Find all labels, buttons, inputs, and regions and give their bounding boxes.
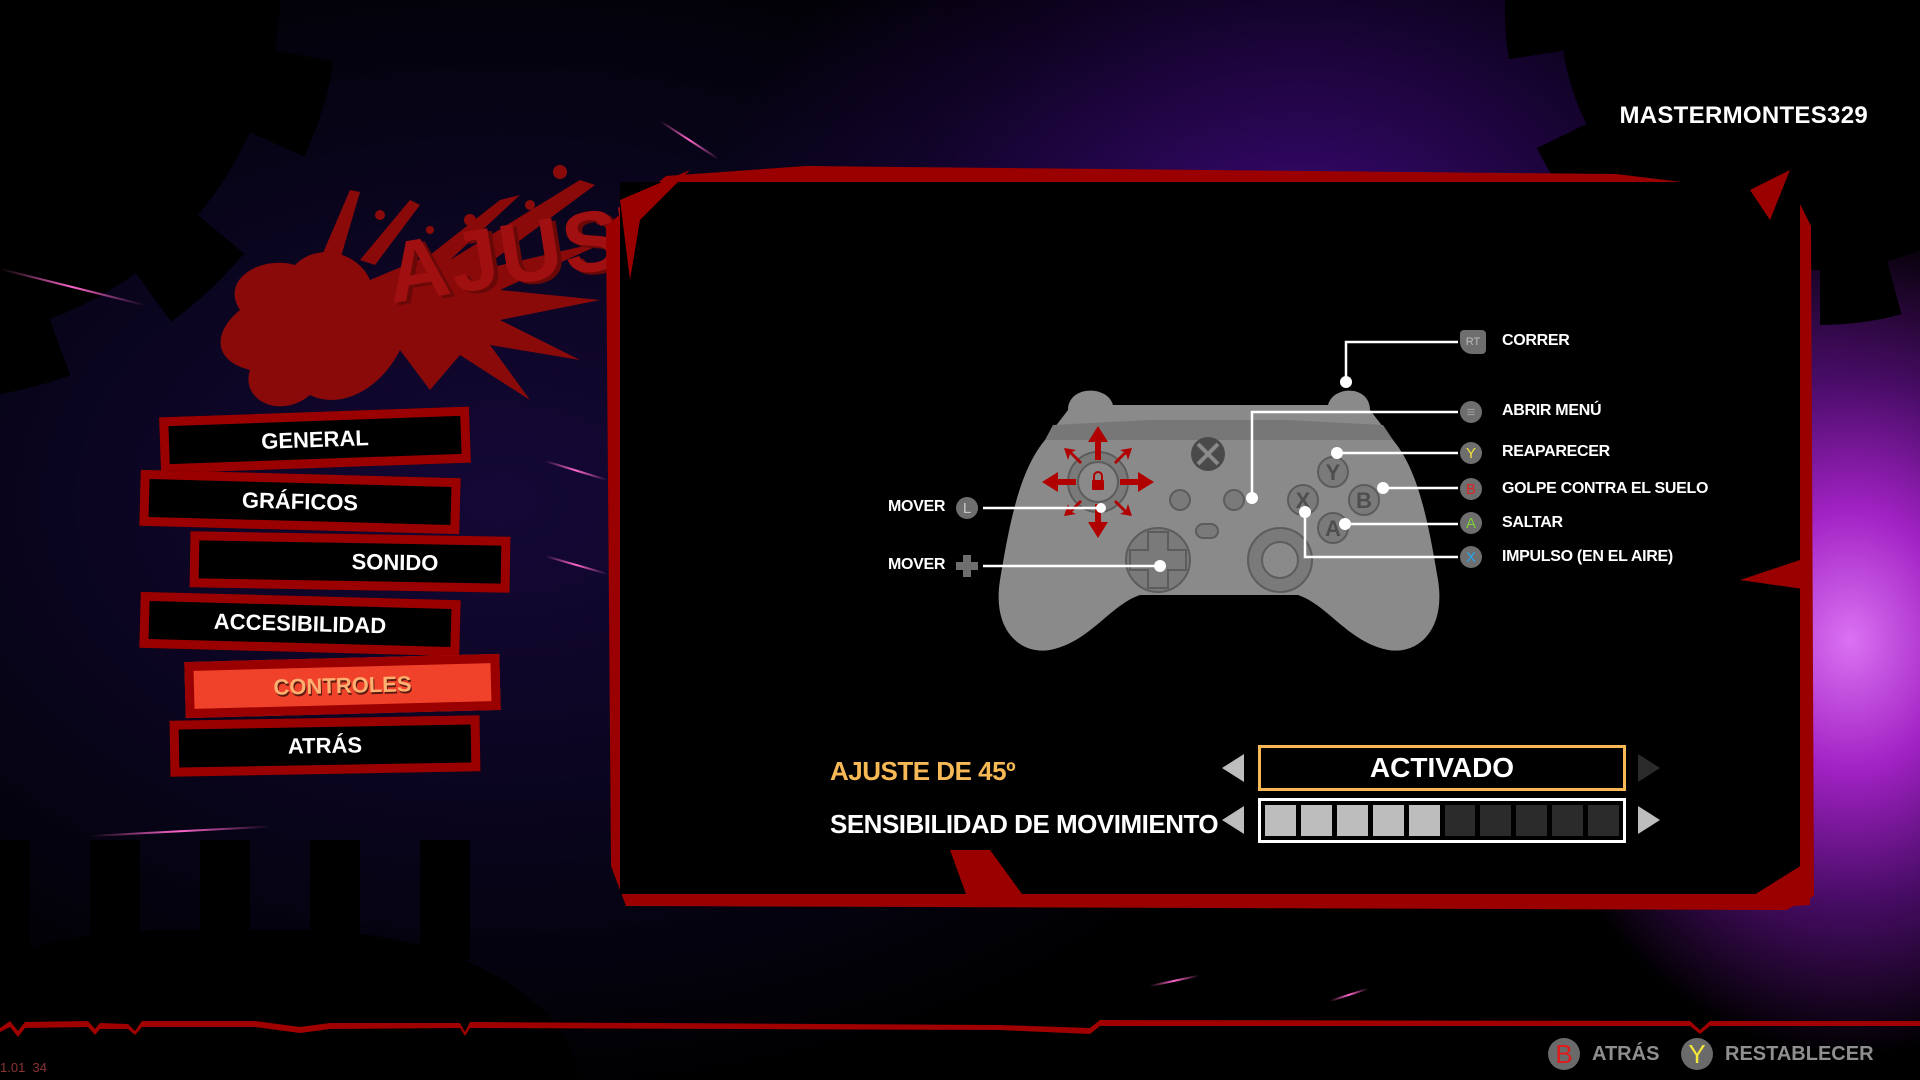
dpad-icon [956, 555, 978, 577]
slider-segment-filled [1336, 805, 1368, 836]
footer-reset-button[interactable]: Y RESTABLECER [1681, 1038, 1874, 1070]
svg-text:Y: Y [1326, 460, 1341, 485]
binding-label-dpad: MOVER [888, 556, 946, 573]
svg-text:A: A [1325, 516, 1341, 541]
sensitivity-slider[interactable] [1258, 798, 1626, 843]
binding-label-golpe: GOLPE CONTRA EL SUELO [1502, 480, 1709, 497]
gamepad-diagram: Y B X A [998, 390, 1440, 651]
binding-label-reaparecer: REAPARECER [1502, 443, 1610, 460]
sensitivity-increase-arrow[interactable] [1638, 806, 1660, 834]
slider-segment-empty [1444, 805, 1476, 836]
rt-trigger-icon: RT [1460, 330, 1486, 354]
svg-text:B: B [1356, 488, 1372, 513]
setting-label-snap-45: AJUSTE DE 45º [830, 756, 1016, 786]
b-button-icon: B [1460, 478, 1482, 500]
menu-button-icon: ≡ [1460, 401, 1482, 423]
slider-segment-empty [1552, 805, 1584, 836]
panel-frame-spikes [620, 170, 1810, 910]
footer-back-label: ATRÁS [1592, 1042, 1660, 1065]
footer-back-button[interactable]: B ATRÁS [1548, 1038, 1659, 1070]
slider-segment-filled [1408, 805, 1440, 836]
binding-label-saltar: SALTAR [1502, 514, 1563, 531]
blood-splatter-decoration [220, 165, 611, 407]
snap-45-prev-arrow[interactable] [1222, 754, 1244, 782]
x-button-icon: X [1460, 546, 1482, 568]
footer-reset-label: RESTABLECER [1725, 1042, 1874, 1065]
binding-label-left-stick: MOVER [888, 498, 946, 515]
slider-segment-filled [1300, 805, 1332, 836]
slider-segment-empty [1516, 805, 1548, 836]
y-button-icon: Y [1681, 1038, 1713, 1070]
snap-45-next-arrow[interactable] [1638, 754, 1660, 782]
slider-segment-filled [1372, 805, 1404, 836]
setting-label-sensitivity: SENSIBILIDAD DE MOVIMIENTO [830, 809, 1219, 839]
version-label: 1.01 34 [0, 1060, 47, 1075]
eight-direction-arrows-icon [1042, 426, 1154, 538]
slider-segment-empty [1480, 805, 1512, 836]
y-button-icon: Y [1460, 442, 1482, 464]
left-stick-icon: L [956, 497, 978, 519]
binding-label-impulso: IMPULSO (EN EL AIRE) [1502, 548, 1673, 565]
sensitivity-decrease-arrow[interactable] [1222, 806, 1244, 834]
footer-divider [0, 1020, 1920, 1037]
slider-segment-empty [1588, 805, 1620, 836]
binding-label-abrir-menu: ABRIR MENÚ [1502, 402, 1602, 419]
snap-45-value: ACTIVADO [1369, 752, 1515, 783]
a-button-icon: A [1460, 512, 1482, 534]
username-label: MASTERMONTES329 [1619, 102, 1868, 129]
binding-label-correr: CORRER [1502, 332, 1570, 349]
snap-45-selector[interactable]: ACTIVADO [1258, 745, 1626, 791]
slider-segment-filled [1265, 805, 1296, 836]
b-button-icon: B [1548, 1038, 1580, 1070]
